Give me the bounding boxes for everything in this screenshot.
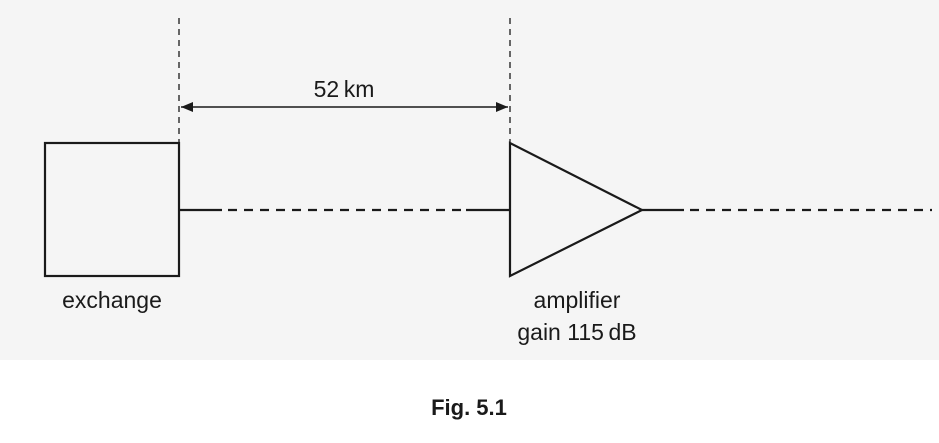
figure-caption: Fig. 5.1: [431, 395, 507, 420]
distance-arrowhead-left: [181, 102, 193, 112]
exchange-box: [43, 141, 181, 278]
distance-arrowhead-right: [496, 102, 508, 112]
distance-label: 52 km: [314, 76, 375, 102]
amplifier-gain-label: gain 115 dB: [517, 319, 636, 345]
diagram-background: [0, 0, 939, 360]
exchange-label: exchange: [62, 287, 162, 313]
amplifier-label: amplifier: [534, 287, 621, 313]
amplifier-symbol: [508, 141, 645, 278]
